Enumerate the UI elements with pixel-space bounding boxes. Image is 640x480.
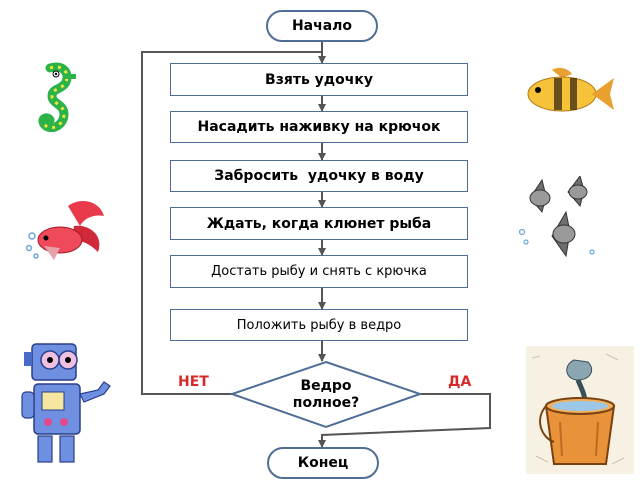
seahorse-clipart — [38, 62, 76, 133]
yes-branch-label: ДА — [448, 374, 472, 390]
start-terminator: Начало — [266, 10, 378, 42]
yes-branch-connector — [318, 393, 491, 448]
step-pull-fish: Достать рыбу и снять с крючка — [170, 255, 468, 288]
fish-bucket-clipart — [526, 346, 634, 474]
step-wait-bite: Ждать, когда клюнет рыба — [170, 207, 468, 240]
loop-back-no-connector — [141, 51, 322, 395]
decision-label: Ведро полное? — [276, 378, 376, 412]
step-put-in-bucket: Положить рыбу в ведро — [170, 309, 468, 341]
no-branch-label: НЕТ — [178, 374, 209, 390]
step-cast-rod: Забросить удочку в воду — [170, 160, 468, 192]
end-terminator: Конец — [267, 447, 379, 479]
step-bait-hook: Насадить наживку на крючок — [170, 111, 468, 143]
red-fish-clipart — [25, 201, 104, 260]
yellow-fish-clipart — [527, 67, 614, 112]
decision-diamond — [228, 360, 424, 429]
angelfish-clipart — [518, 176, 595, 258]
decision-line-2: полное? — [292, 395, 360, 411]
step-take-rod: Взять удочку — [170, 63, 468, 96]
robot-clipart — [21, 343, 111, 463]
decision-line-1: Ведро — [300, 378, 352, 394]
